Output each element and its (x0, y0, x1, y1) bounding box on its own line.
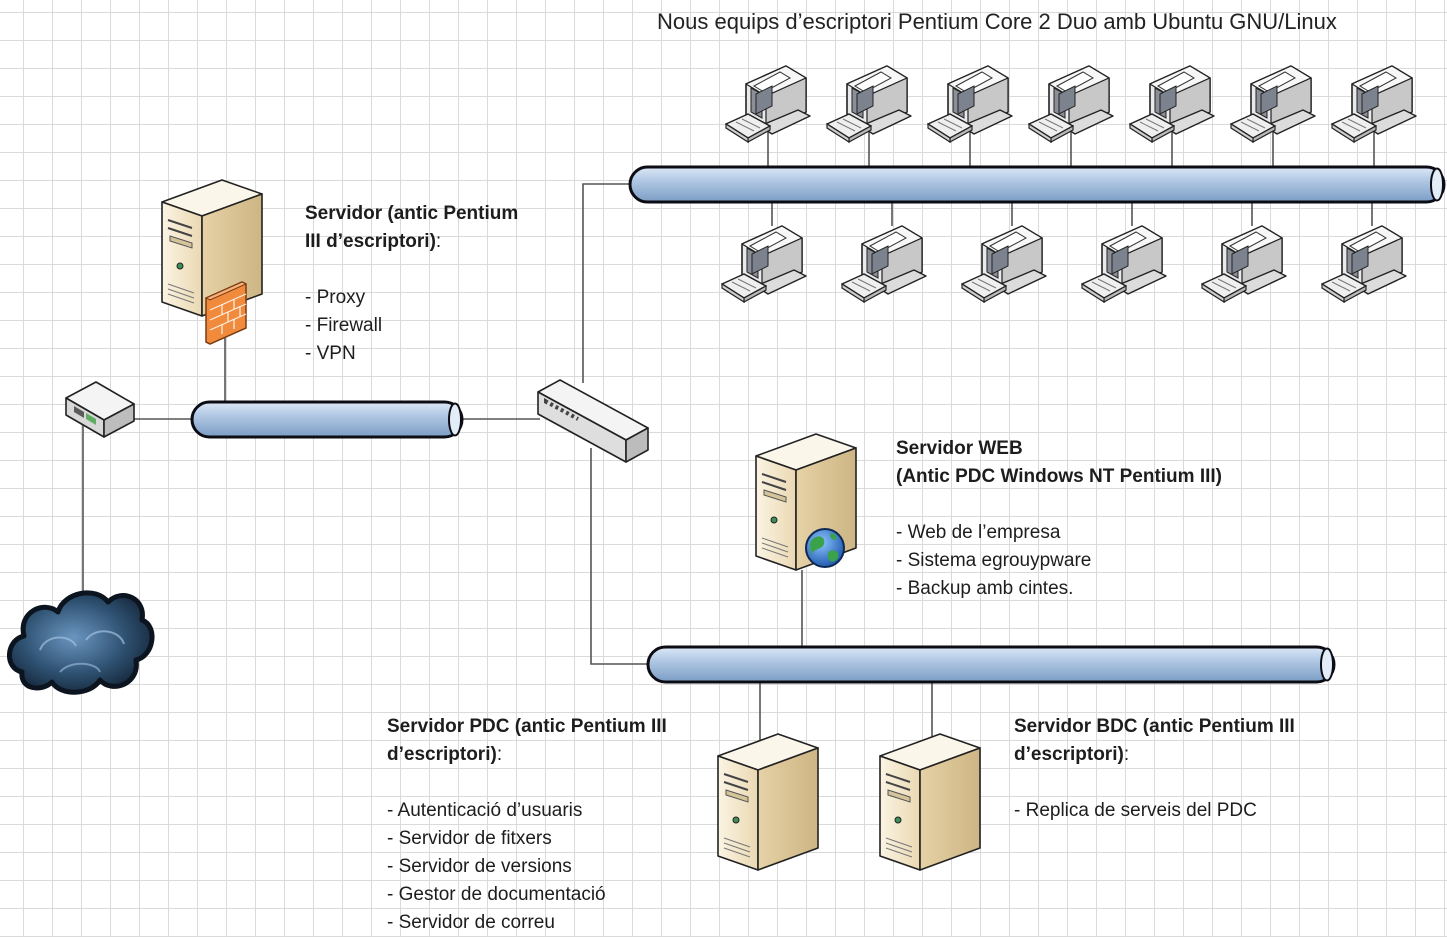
desktop-computer-icon (725, 65, 811, 143)
top-network-bus (628, 165, 1446, 204)
proxy-server-item: - VPN (305, 343, 356, 364)
pdc-server-item: - Servidor de correu (387, 912, 555, 933)
desktop-row-bottom (721, 225, 1407, 303)
proxy-server-item: - Proxy (305, 287, 366, 308)
proxy-server-item: - Firewall (305, 315, 383, 336)
desktop-computer-icon (721, 225, 807, 303)
bdc-server-heading-line-2: d’escriptori) (1014, 744, 1124, 765)
pdc-server-heading-line-2: d’escriptori) (387, 744, 497, 765)
web-server-item: - Web de l’empresa (896, 522, 1061, 543)
proxy-firewall-server-icon (161, 179, 263, 345)
pdc-server-item: - Gestor de documentació (387, 884, 606, 905)
desktop-computer-icon (841, 225, 927, 303)
desktop-computer-icon (1028, 65, 1114, 143)
web-server-heading-line-1: Servidor WEB (896, 438, 1023, 459)
pdc-server-item: - Servidor de fitxers (387, 828, 552, 849)
pdc-server-heading-line-1: Servidor PDC (antic Pentium III (387, 716, 667, 737)
proxy-server-heading-line-1: Servidor (antic Pentium (305, 203, 519, 224)
desktop-computer-icon (1321, 225, 1407, 303)
desktop-row-top (725, 65, 1417, 143)
web-server-description: Servidor WEB (Antic PDC Windows NT Penti… (896, 435, 1222, 603)
left-network-bus (190, 400, 464, 439)
network-switch-icon (537, 379, 649, 463)
globe-icon (805, 528, 845, 568)
web-server-icon (755, 433, 857, 571)
pdc-server-heading-suffix: : (496, 744, 503, 765)
web-server-item: - Sistema egrouypware (896, 550, 1092, 571)
desktop-computer-icon (1129, 65, 1215, 143)
pdc-server-item: - Servidor de versions (387, 856, 572, 877)
diagram-title: Nous equips d’escriptori Pentium Core 2 … (657, 9, 1337, 34)
proxy-server-heading-line-2: III d’escriptori) (305, 231, 436, 252)
pdc-server-icon (717, 733, 819, 871)
web-server-item: - Backup amb cintes. (896, 578, 1074, 599)
switch-bottom-bus-link (590, 448, 650, 665)
router-icon (65, 381, 135, 438)
desktop-computer-icon (1081, 225, 1167, 303)
internet-cloud-icon (7, 590, 155, 695)
switch-top-bus-link (582, 183, 631, 383)
bdc-server-item: - Replica de serveis del PDC (1014, 800, 1257, 821)
bdc-server-heading-line-1: Servidor BDC (antic Pentium III (1014, 716, 1295, 737)
bdc-server-heading-suffix: : (1123, 744, 1130, 765)
bdc-server-icon (879, 733, 981, 871)
desktop-computer-icon (1201, 225, 1287, 303)
web-server-heading-line-2: (Antic PDC Windows NT Pentium III) (896, 466, 1222, 487)
desktop-computer-icon (961, 225, 1047, 303)
bdc-server-description: Servidor BDC (antic Pentium III d’escrip… (1014, 713, 1295, 825)
desktop-computer-icon (1230, 65, 1316, 143)
bottom-network-bus (646, 645, 1336, 684)
proxy-server-description: Servidor (antic Pentium III d’escriptori… (305, 200, 518, 368)
desktop-computer-icon (1331, 65, 1417, 143)
desktop-links (767, 132, 1375, 226)
firewall-icon (204, 281, 248, 345)
pdc-server-description: Servidor PDC (antic Pentium III d’escrip… (387, 713, 667, 937)
proxy-server-heading-suffix: : (435, 231, 442, 252)
pdc-server-item: - Autenticació d’usuaris (387, 800, 583, 821)
desktop-computer-icon (826, 65, 912, 143)
desktop-computer-icon (927, 65, 1013, 143)
